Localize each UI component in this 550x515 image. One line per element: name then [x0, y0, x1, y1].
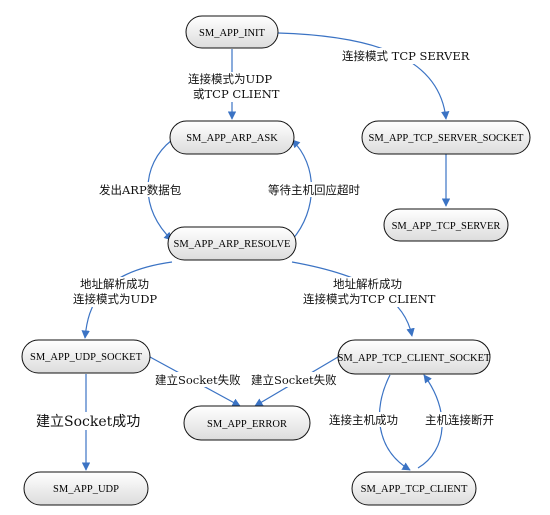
- label-init-to-arp-ask-line2: 或TCP CLIENT: [193, 87, 280, 101]
- node-label: SM_APP_ERROR: [207, 419, 287, 430]
- node-label: SM_APP_TCP_SERVER_SOCKET: [369, 133, 525, 144]
- node-sm-app-tcp-client-socket: SM_APP_TCP_CLIENT_SOCKET: [337, 339, 491, 375]
- label-tcp-socket-fail: 建立Socket失败: [251, 373, 337, 387]
- label-resolve-to-udp-line2: 连接模式为UDP: [73, 292, 157, 306]
- edge-init-to-tcp-server-socket: [277, 32, 450, 120]
- node-label: SM_APP_TCP_CLIENT_SOCKET: [338, 353, 491, 364]
- label-udp-socket-fail: 建立Socket失败: [155, 373, 241, 387]
- label-wait-timeout: 等待主机回应超时: [268, 183, 360, 197]
- label-init-to-arp-ask-line1: 连接模式为UDP: [188, 72, 272, 86]
- label-udp-socket-ok: 建立Socket成功: [36, 414, 140, 430]
- node-label: SM_APP_INIT: [199, 28, 266, 39]
- node-sm-app-init: SM_APP_INIT: [185, 15, 279, 49]
- label-resolve-to-udp-line1: 地址解析成功: [80, 277, 149, 291]
- node-sm-app-tcp-server: SM_APP_TCP_SERVER: [383, 208, 509, 242]
- node-sm-app-udp-socket: SM_APP_UDP_SOCKET: [21, 339, 151, 374]
- node-label: SM_APP_TCP_CLIENT: [361, 484, 468, 495]
- label-host-disconnect: 主机连接断开: [425, 413, 494, 427]
- label-resolve-to-tcp-client-line1: 地址解析成功: [333, 277, 402, 291]
- edge-tcp-client-to-tcp-client-socket: [417, 374, 443, 469]
- node-sm-app-arp-ask: SM_APP_ARP_ASK: [169, 120, 295, 155]
- label-send-arp: 发出ARP数据包: [99, 183, 182, 197]
- node-label: SM_APP_ARP_ASK: [186, 133, 278, 144]
- node-label: SM_APP_TCP_SERVER: [392, 221, 501, 232]
- node-sm-app-tcp-client: SM_APP_TCP_CLIENT: [351, 471, 477, 506]
- node-label: SM_APP_UDP_SOCKET: [30, 352, 143, 363]
- edge-labels: 连接模式为UDP 或TCP CLIENT 连接模式 TCP SERVER 发出A…: [35, 48, 504, 430]
- node-label: SM_APP_ARP_RESOLVE: [174, 239, 291, 250]
- node-sm-app-udp: SM_APP_UDP: [23, 471, 149, 506]
- label-init-to-tcp-server-socket: 连接模式 TCP SERVER: [342, 49, 470, 63]
- node-sm-app-error: SM_APP_ERROR: [183, 405, 311, 441]
- label-host-connect-ok: 连接主机成功: [329, 413, 398, 427]
- edge-tcp-client-socket-to-tcp-client: [378, 374, 411, 471]
- node-sm-app-tcp-server-socket: SM_APP_TCP_SERVER_SOCKET: [361, 120, 531, 155]
- node-label: SM_APP_UDP: [53, 484, 119, 495]
- node-sm-app-arp-resolve: SM_APP_ARP_RESOLVE: [167, 226, 297, 261]
- label-resolve-to-tcp-client-line2: 连接模式为TCP CLIENT: [303, 292, 436, 306]
